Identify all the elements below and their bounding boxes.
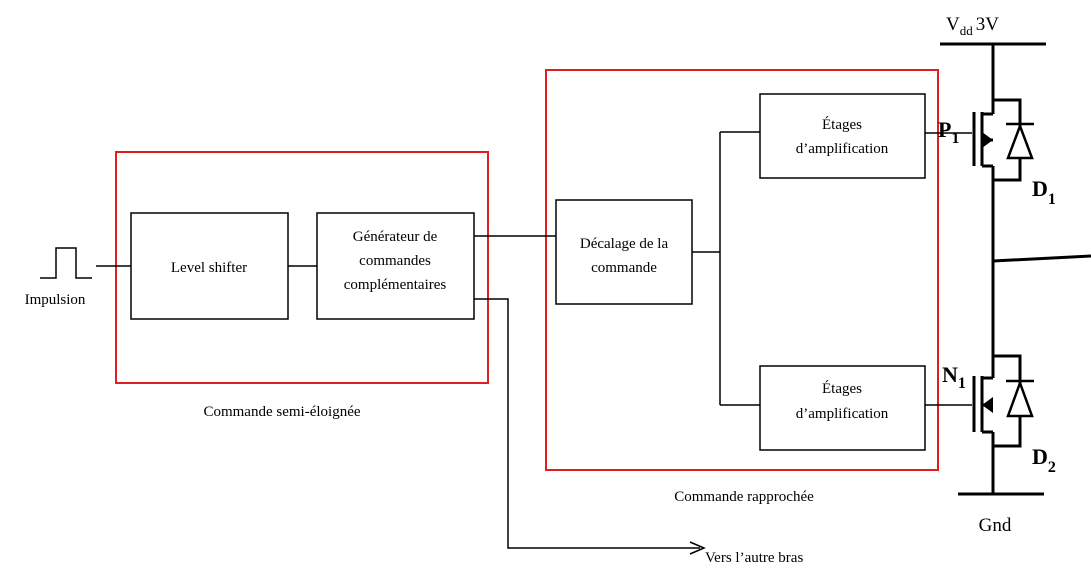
semi-remote-caption: Commande semi-éloignée	[203, 404, 360, 420]
generator-label-line3: complémentaires	[344, 277, 447, 293]
amp-bottom-label-line2: d’amplification	[796, 406, 889, 422]
amp-bottom-label-line1: Étages	[822, 380, 862, 397]
generator-label-line2: commandes	[359, 253, 431, 269]
close-command-frame	[545, 69, 939, 471]
pulse-icon	[40, 247, 92, 279]
level-shifter-block	[130, 212, 289, 320]
arrow-other-arm	[689, 541, 706, 555]
offset-label-line2: commande	[591, 260, 657, 276]
d1-label: D1	[1032, 176, 1056, 208]
generator-block	[316, 212, 475, 320]
n1-label: N1	[942, 362, 966, 392]
d2-label: D2	[1032, 444, 1056, 476]
p1-label: P1	[938, 117, 959, 147]
half-bridge	[972, 44, 1091, 494]
diode-d1-icon	[1006, 122, 1034, 160]
amp-top-label-line2: d’amplification	[796, 141, 889, 157]
other-arm-label: Vers l’autre bras	[705, 550, 803, 566]
amp-bottom-block	[759, 365, 926, 451]
n1-arrow-icon	[982, 397, 993, 413]
gnd-label: Gnd	[979, 515, 1012, 536]
offset-block	[555, 199, 693, 305]
wires	[96, 131, 972, 549]
amp-top-block	[759, 93, 926, 179]
semi-remote-frame	[115, 151, 489, 384]
generator-label-line1: Générateur de	[353, 229, 438, 245]
diode-d2-icon	[1006, 379, 1034, 418]
amp-top-label-line1: Étages	[822, 116, 862, 133]
p1-arrow-icon	[982, 132, 993, 148]
close-command-caption: Commande rapprochée	[674, 489, 814, 505]
input-label: Impulsion	[25, 292, 86, 308]
offset-label-line1: Décalage de la	[580, 236, 669, 252]
level-shifter-label: Level shifter	[171, 260, 247, 276]
